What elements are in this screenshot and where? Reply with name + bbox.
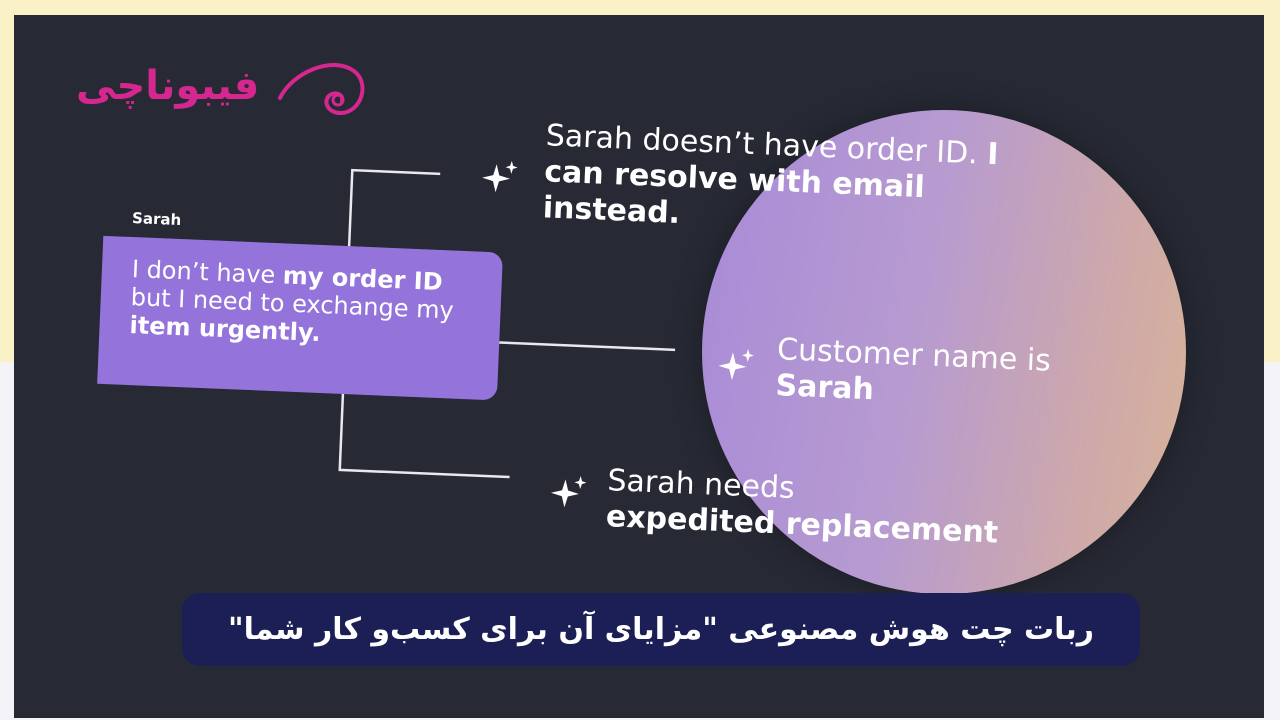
magnifier-lens [702, 110, 1186, 594]
sender-name: Sarah [131, 209, 182, 230]
caption-banner: ربات چت هوش مصنوعی "مزایای آن برای کسب‌و… [182, 593, 1140, 666]
chat-insight-diagram: Sarah I don’t have my order ID but I nee… [14, 15, 1264, 718]
brand-logo: فیبوناچی [76, 53, 376, 123]
spiral-icon [278, 63, 365, 116]
message-text: I don’t have my order ID but I need to e… [129, 255, 455, 347]
sparkle-icon [482, 160, 518, 193]
caption-text: ربات چت هوش مصنوعی "مزایای آن برای کسب‌و… [227, 612, 1094, 647]
connector-lines [338, 168, 676, 479]
sparkle-icon [718, 348, 754, 381]
insight-item: Customer name is Sarah [774, 332, 1052, 408]
chat-message-bubble: I don’t have my order ID but I need to e… [97, 235, 503, 401]
logo-text: فیبوناچی [76, 63, 260, 109]
insight-item: Sarah doesn’t have order ID. I can resol… [542, 118, 1000, 231]
sparkle-icon [550, 476, 587, 508]
